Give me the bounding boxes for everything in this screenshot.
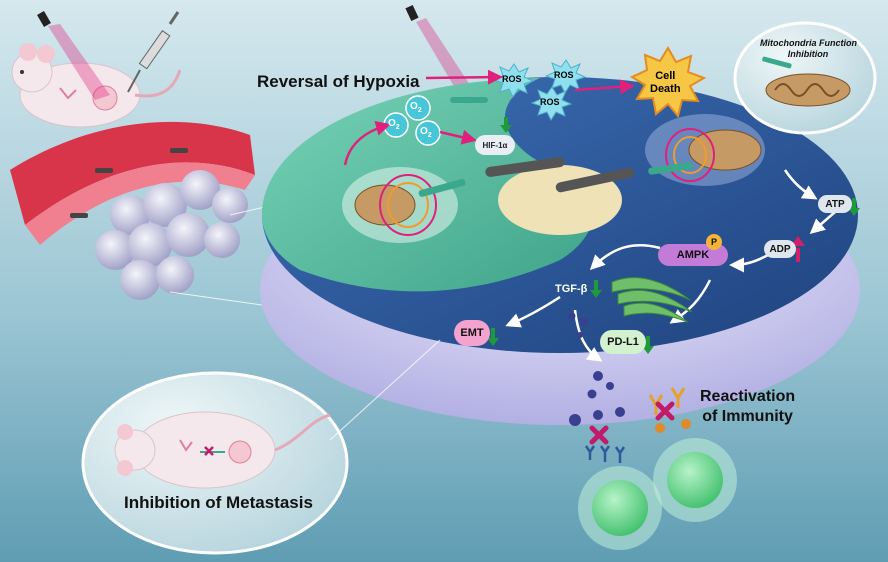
increase-arrow-icon: [791, 236, 805, 262]
mitochondrion-right-icon: [645, 114, 765, 186]
decrease-arrow-icon: [487, 117, 860, 354]
cell-death-icon: [629, 46, 707, 119]
ros-star-icon: [492, 59, 587, 122]
arrow-mito-to-atp: [783, 169, 818, 200]
o2-label-3: O2: [420, 126, 432, 139]
receptor-icon: [584, 445, 626, 463]
arrow-adp-to-ampk: [729, 253, 769, 273]
arrow-tgf-to-emt: [505, 295, 561, 328]
golgi-icon: [611, 277, 693, 323]
blood-vessel-icon: [10, 121, 255, 245]
tgf-label: TGF-β: [555, 283, 588, 295]
arrow-ampk-to-tgf: [589, 243, 661, 271]
nanoparticle-in-vessel-icon: [70, 148, 188, 218]
hif-pill: HIF-1α: [475, 135, 515, 155]
phosphate-badge: P: [706, 234, 722, 250]
arrow-ampk-to-pdl1: [669, 279, 712, 324]
zoom-guide-line: [329, 339, 441, 441]
mitochondria-inhibition-bubble: [733, 21, 877, 135]
tumor-cluster-icon: [95, 170, 248, 300]
emt-pill: EMT: [454, 320, 490, 346]
ros-label-1: ROS: [502, 74, 522, 84]
pdl1-ligand-icon: [655, 419, 691, 433]
pdl1-pill: PD-L1: [600, 330, 646, 354]
o2-label-1: O2: [388, 118, 400, 131]
syringe-icon: [127, 11, 180, 93]
arrow-ros-to-death: [574, 79, 635, 95]
reversal-of-hypoxia-label: Reversal of Hypoxia: [257, 72, 420, 91]
arrow-o2-in: [343, 120, 391, 166]
o2-label-2: O2: [410, 101, 422, 114]
cytokine-particles-icon: [568, 312, 625, 426]
mouse-top-icon: [11, 43, 182, 128]
arrow-laser-to-ros: [425, 69, 503, 85]
atp-pill: ATP: [818, 195, 852, 213]
ros-label-3: ROS: [540, 97, 560, 107]
mitochondrion-left-icon: [342, 167, 466, 243]
nanoparticle-rod-icon: [485, 157, 635, 193]
block-cross-icon: [589, 401, 675, 445]
inhibition-of-metastasis-label: Inhibition of Metastasis: [124, 493, 313, 512]
metastasis-bubble: [81, 371, 349, 555]
laser-top-center-icon: [405, 4, 470, 88]
arrow-tgf-down: [573, 309, 603, 362]
adp-pill: ADP: [764, 240, 796, 258]
arrow-atp-to-adp: [809, 211, 836, 234]
ros-label-2: ROS: [554, 70, 574, 80]
laser-top-left-icon: [37, 10, 110, 100]
t-cell-icon: [578, 438, 737, 550]
nanoparticle-rod-icon: [450, 97, 488, 103]
arrow-o2-to-hif: [439, 129, 477, 145]
